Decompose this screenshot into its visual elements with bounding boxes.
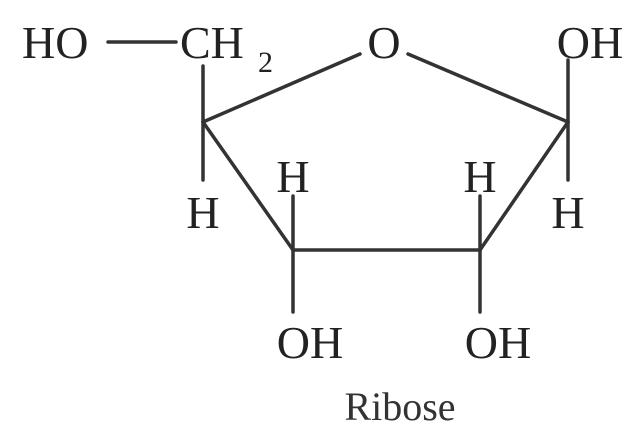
label-c4-h: H <box>186 187 219 238</box>
label-c1-oh: OH <box>557 17 623 68</box>
label-c5-subscript: 2 <box>258 46 273 79</box>
bond-c2-c1 <box>478 120 570 252</box>
label-c2-h: H <box>463 151 496 202</box>
bond-o-c1 <box>406 52 570 124</box>
label-c5-ch: CH <box>180 17 244 68</box>
label-c3-oh: OH <box>277 317 343 368</box>
molecule-name: Ribose <box>344 384 455 429</box>
label-c2-oh-highlighted: OH <box>465 317 531 368</box>
bond-c4-c3 <box>201 120 295 252</box>
label-c3-h: H <box>276 151 309 202</box>
label-ring-oxygen: O <box>367 17 400 68</box>
bond-c4-o <box>201 52 362 124</box>
label-c5-ho: HO <box>22 17 88 68</box>
label-c1-h: H <box>551 187 584 238</box>
